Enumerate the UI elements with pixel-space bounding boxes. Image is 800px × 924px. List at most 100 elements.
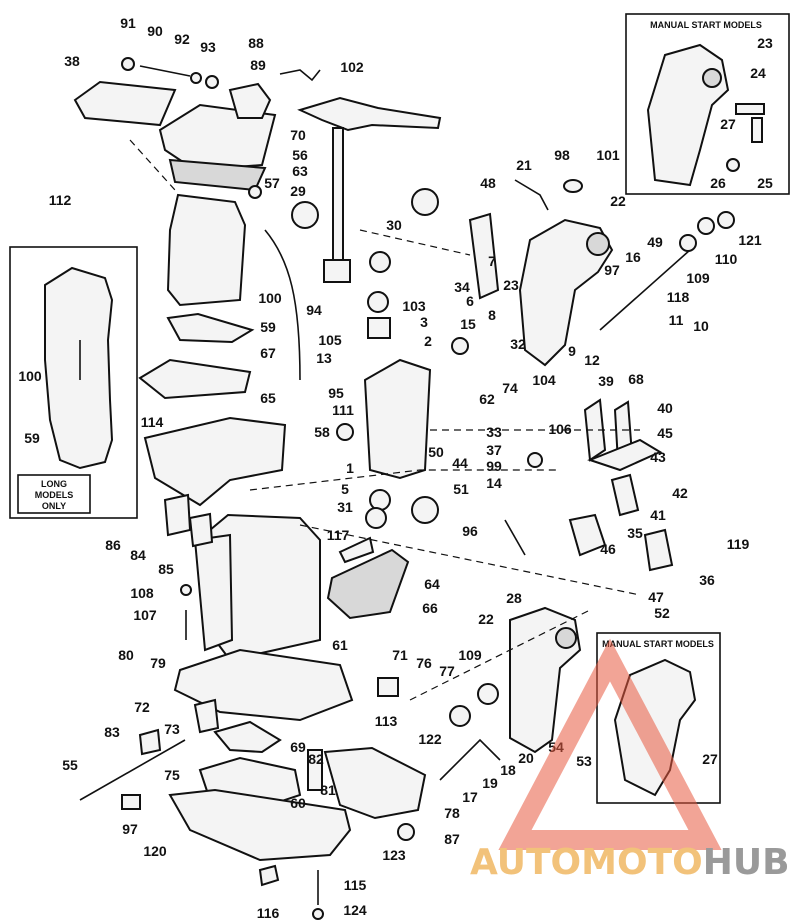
assembly-line-2 — [249, 469, 560, 491]
manual-start-title-top: MANUAL START MODELS — [650, 20, 762, 30]
clamp-87 — [397, 823, 415, 841]
steering-arm-29 — [297, 96, 442, 132]
callout-116: 116 — [257, 905, 280, 921]
callout-60: 60 — [290, 795, 306, 811]
callout-29: 29 — [290, 183, 306, 199]
callout-34: 34 — [454, 279, 470, 295]
inset-top-callout-27: 27 — [720, 116, 736, 132]
callout-50: 50 — [428, 444, 444, 460]
nut-91 — [121, 57, 135, 71]
callout-64: 64 — [424, 576, 440, 592]
callout-77: 77 — [439, 663, 455, 679]
washer-31 — [365, 507, 387, 529]
exhaust-housing-59 — [166, 193, 247, 307]
washer-15b — [451, 337, 469, 355]
callout-6: 6 — [466, 293, 474, 309]
washer-15 — [336, 423, 354, 441]
steering-spline — [323, 259, 351, 283]
assembly-line-6 — [409, 609, 591, 701]
inset-top-callout-23: 23 — [757, 35, 773, 51]
swivel-bracket-1 — [363, 358, 432, 480]
swivel-boss-top — [702, 68, 722, 88]
callout-113: 113 — [375, 713, 398, 729]
callout-84: 84 — [130, 547, 146, 563]
rod-17 — [439, 738, 501, 781]
rotation-icon-2 — [411, 188, 439, 216]
assembly-line-5 — [359, 229, 471, 256]
callout-66: 66 — [422, 600, 438, 616]
bracket-28-boss — [555, 627, 577, 649]
callout-12: 12 — [584, 352, 600, 368]
callout-7: 7 — [488, 253, 496, 269]
callout-76: 76 — [416, 655, 432, 671]
bracket-70 — [228, 82, 272, 119]
nut-110 — [697, 217, 715, 235]
callout-100: 100 — [258, 290, 282, 306]
callout-99: 99 — [486, 458, 502, 474]
callout-52: 52 — [654, 605, 670, 621]
bracket-pins-top — [735, 103, 765, 115]
washer-top — [726, 158, 740, 172]
housing-65 — [143, 416, 287, 507]
watermark-text-prefix: AUTOMOTOHUB — [470, 842, 790, 883]
callout-73: 73 — [164, 721, 180, 737]
callout-69: 69 — [290, 739, 306, 755]
manual-start-title-bottom: MANUAL START MODELS — [602, 639, 714, 649]
callout-85: 85 — [158, 561, 174, 577]
callout-53: 53 — [576, 753, 592, 769]
callout-2: 2 — [424, 333, 432, 349]
cover-84 — [163, 493, 192, 537]
callout-78: 78 — [444, 805, 460, 821]
gasket-114 — [138, 358, 252, 400]
callout-11: 11 — [669, 312, 684, 328]
assembly-line-3 — [299, 524, 641, 596]
washer-92 — [190, 72, 202, 84]
clip-116 — [258, 864, 280, 887]
callout-35: 35 — [627, 525, 643, 541]
washer-108 — [180, 584, 192, 596]
callout-71: 71 — [392, 647, 408, 663]
callout-106: 106 — [548, 421, 572, 437]
callout-37: 37 — [486, 442, 502, 458]
nut-109b — [477, 683, 499, 705]
callout-114: 114 — [141, 414, 164, 430]
callout-89: 89 — [250, 57, 266, 73]
clamp-83 — [138, 728, 162, 756]
callout-122: 122 — [418, 731, 442, 747]
callout-48: 48 — [480, 175, 496, 191]
callout-124: 124 — [343, 902, 367, 918]
callout-16: 16 — [625, 249, 641, 265]
callout-17: 17 — [462, 789, 478, 805]
tilt-tube-boss — [586, 232, 610, 256]
callout-61: 61 — [332, 637, 348, 653]
callout-72: 72 — [134, 699, 150, 715]
gasket-67 — [166, 312, 255, 344]
housing-120 — [168, 788, 352, 862]
callout-90: 90 — [147, 23, 163, 39]
callout-109: 109 — [686, 270, 710, 286]
callout-40: 40 — [657, 400, 673, 416]
lever-41 — [568, 513, 607, 557]
shaft-55 — [79, 739, 186, 801]
callout-23: 23 — [503, 277, 519, 293]
inset-top-callout-25: 25 — [757, 175, 773, 191]
callout-80: 80 — [118, 647, 134, 663]
callout-102: 102 — [340, 59, 364, 75]
cover-64 — [326, 548, 410, 620]
long-label-line1: LONG — [41, 479, 67, 489]
plate-85 — [188, 512, 214, 548]
callout-31: 31 — [337, 499, 353, 515]
callout-120: 120 — [143, 843, 167, 859]
bushing-122 — [449, 705, 471, 727]
callout-30: 30 — [386, 217, 402, 233]
nut-109 — [679, 234, 697, 252]
callout-121: 121 — [738, 232, 762, 248]
callout-63: 63 — [292, 163, 308, 179]
tilt-plate-48 — [468, 212, 500, 300]
callout-97b: 97 — [122, 821, 138, 837]
gasket-69 — [213, 720, 282, 754]
callout-10: 10 — [693, 318, 709, 334]
callout-41: 41 — [650, 507, 666, 523]
